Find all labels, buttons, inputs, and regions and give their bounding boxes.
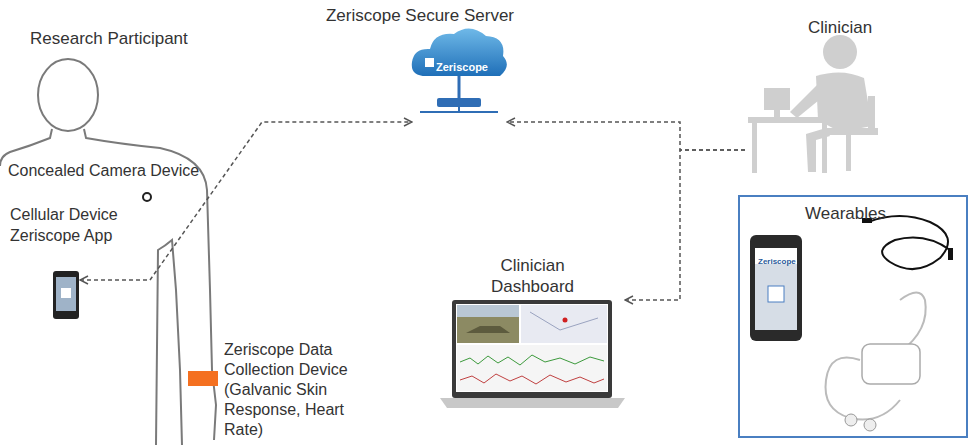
- dashed-connector: [80, 122, 412, 280]
- phone-device: Cellular Device Zeriscope App: [52, 270, 80, 320]
- node-label: Zeriscope Secure Server: [320, 5, 520, 26]
- callout-label: Zeriscope: [758, 251, 796, 272]
- clinician-icon: [748, 35, 878, 173]
- phone-icon: [53, 271, 79, 319]
- dashed-connector: [507, 122, 745, 150]
- wearables-box: Wearables: [738, 195, 968, 438]
- node-text: Zeriscope: [436, 57, 488, 78]
- participant-silhouette: [0, 59, 216, 445]
- laptop-icon: [440, 300, 625, 408]
- callout-label: Zeriscope Data Collection Device (Galvan…: [224, 340, 362, 440]
- dashed-connector: [625, 150, 745, 300]
- node-label: Cellular Device Zeriscope App: [10, 204, 145, 246]
- cloud-icon: [412, 28, 507, 112]
- callout-label: Concealed Camera Device: [8, 160, 199, 181]
- server-cloud: Zeriscope Secure ServerZeriscope: [412, 25, 507, 130]
- wearables-images: [750, 216, 953, 431]
- node-label: Research Participant: [30, 28, 188, 49]
- participant-figure: Research ParticipantCellular Device Zeri…: [0, 0, 220, 445]
- clinician-figure: Clinician: [745, 15, 905, 180]
- dashboard-laptop: Clinician Dashboard: [440, 255, 625, 410]
- data-collection-device: [188, 371, 218, 386]
- camera-dot: [143, 193, 151, 201]
- node-label: Clinician: [808, 17, 872, 38]
- node-label: Clinician Dashboard: [480, 255, 585, 297]
- node-label: Wearables: [805, 203, 886, 224]
